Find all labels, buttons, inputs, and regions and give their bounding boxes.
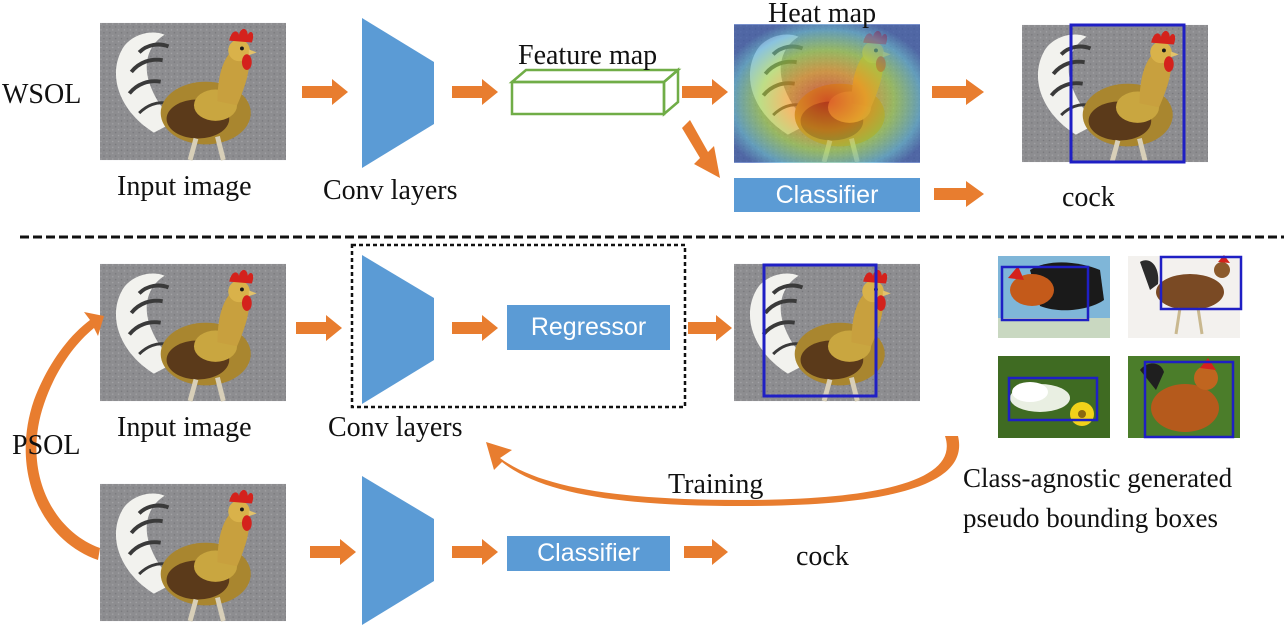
arrow-icon	[934, 181, 984, 207]
pseudo-box-thumb-2	[1128, 255, 1243, 338]
pseudo-caption-line1: Class-agnostic generated	[963, 463, 1233, 493]
arrow-icon	[682, 120, 720, 178]
wsol-bounding-box	[1069, 23, 1186, 164]
psol-classifier-block	[507, 536, 670, 571]
psol-output-label: cock	[796, 541, 849, 572]
arrow-icon	[682, 79, 728, 105]
wsol-classifier-label: Classifier	[775, 180, 879, 209]
wsol-input-label: Input image	[117, 171, 252, 202]
wsol-input-image	[100, 23, 286, 160]
psol-section-label: PSOL	[12, 430, 81, 461]
arrow-icon	[452, 315, 498, 341]
wsol-section-label: WSOL	[2, 79, 82, 110]
wsol-result-image	[1022, 25, 1208, 162]
arrow-icon	[688, 315, 732, 341]
training-label: Training	[668, 469, 764, 500]
arrow-icon	[310, 539, 356, 565]
wsol-conv-block	[362, 18, 434, 168]
psol-loop-arrow	[25, 312, 104, 560]
pseudo-box-thumb-1	[998, 256, 1110, 338]
psol-result-image	[734, 264, 920, 401]
psol-bounding-box	[762, 263, 878, 398]
model-frame	[350, 243, 687, 409]
pseudo-caption-line2: pseudo bounding boxes	[963, 503, 1218, 533]
arrow-icon	[684, 539, 728, 565]
arrow-icon	[296, 315, 342, 341]
wsol-output-label: cock	[1062, 182, 1115, 213]
arrow-icon	[452, 79, 498, 105]
psol-conv-block	[362, 255, 434, 404]
psol-input-image	[100, 264, 286, 401]
feature-map-label: Feature map	[518, 40, 658, 71]
psol-bottom-image	[100, 484, 286, 621]
arrow-icon	[452, 539, 498, 565]
heat-map-image	[734, 24, 920, 163]
pseudo-box-thumb-4	[1128, 356, 1240, 439]
psol-input-label: Input image	[117, 412, 252, 443]
psol-conv-label: Conv layers	[328, 412, 463, 443]
arrow-icon	[302, 79, 348, 105]
arrow-icon	[932, 79, 984, 105]
heat-map-label: Heat map	[768, 0, 877, 29]
feature-map-box	[508, 67, 682, 117]
regressor-block	[507, 305, 670, 350]
wsol-classifier-block	[734, 178, 920, 212]
wsol-conv-label: Conv layers	[323, 175, 458, 206]
regressor-label: Regressor	[530, 313, 647, 341]
pseudo-box-thumb-3	[998, 356, 1110, 438]
psol-classifier-label: Classifier	[537, 539, 640, 567]
psol-bottom-conv-block	[362, 476, 434, 625]
